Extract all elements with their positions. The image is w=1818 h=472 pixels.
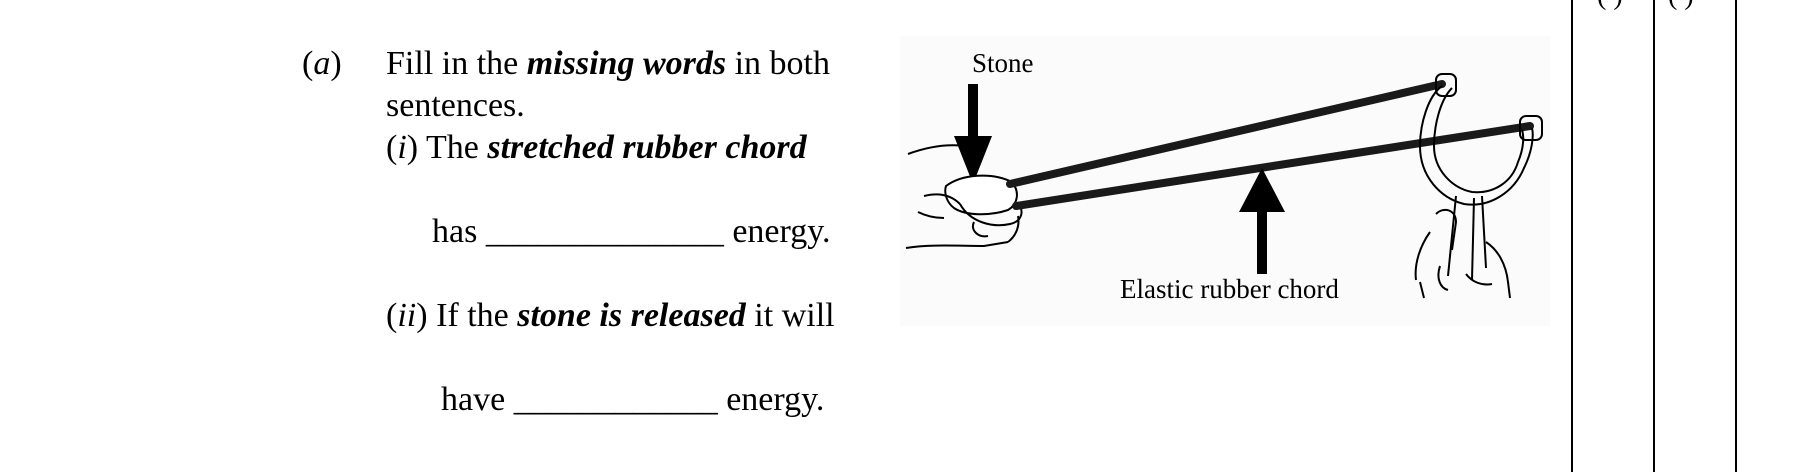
sub-question-ii-answer-line: have ____________ energy. [441,381,825,418]
sub-question-i: (i) The stretched rubber chord [386,129,807,166]
slingshot-frame-icon [1418,73,1543,281]
sub-question-ii-emphasis: stone is released [517,297,746,334]
sub-question-i-answer-line: has ______________ energy. [432,213,831,250]
instruction-emphasis: missing words [526,45,727,82]
chord-label: Elastic rubber chord [1120,274,1339,304]
right-hand-icon [1414,208,1511,299]
sub-question-i-emphasis: stretched rubber chord [487,129,807,166]
marks-column-border-3 [1735,0,1737,472]
slingshot-figure: Stone Elastic rubber chord [900,36,1550,326]
marks-column-border-2 [1653,0,1655,472]
stone-arrow-icon [954,84,992,184]
sub-question-ii: (ii) If the stone is released it will [386,297,835,334]
answer-blank-i[interactable]: ______________ [485,213,724,250]
stone-label: Stone [972,48,1034,78]
instruction-line-1: Fill in the missing words in both [386,45,830,82]
answer-blank-ii[interactable]: ____________ [513,381,718,418]
instruction-line-2: sentences. [386,87,525,124]
marks-bracket-1: ( ) [1597,0,1623,10]
marks-bracket-2: ( ) [1668,0,1694,10]
chord-arrow-icon [1239,168,1285,274]
left-hand-icon [905,144,1023,249]
rubber-chord-bands [1006,80,1534,210]
marks-column-border-1 [1571,0,1573,472]
part-a-label: (a) [302,45,342,82]
